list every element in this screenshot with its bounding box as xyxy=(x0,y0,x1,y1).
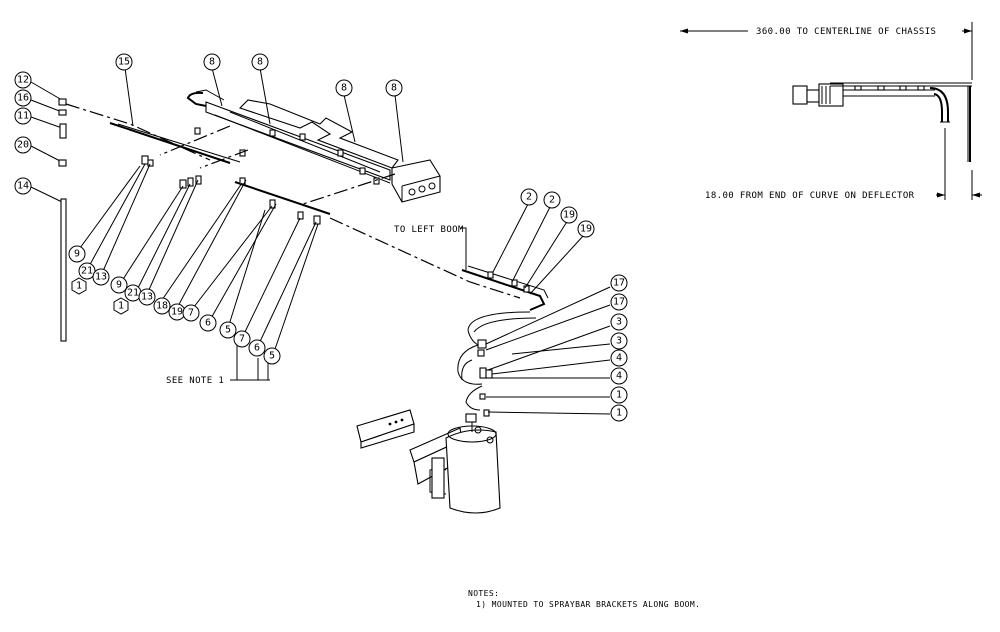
callout-15 xyxy=(115,53,133,71)
callout-3-b xyxy=(610,332,628,350)
callout-3-a xyxy=(610,313,628,331)
dimension-centerline-label: 360.00 TO CENTERLINE OF CHASSIS xyxy=(756,27,936,37)
callout-7-a-text: 7 xyxy=(188,308,194,319)
callout-1-a xyxy=(71,277,87,295)
callout-13-a-text: 13 xyxy=(95,272,107,283)
callout-9-b xyxy=(110,276,128,294)
callout-16-text: 16 xyxy=(17,93,29,104)
callout-18-text: 18 xyxy=(156,301,168,312)
callout-5-a-text: 5 xyxy=(225,325,231,336)
callout-20-text: 20 xyxy=(17,140,29,151)
callout-8-d-text: 8 xyxy=(391,83,397,94)
callout-14 xyxy=(14,177,32,195)
callout-12-text: 12 xyxy=(17,75,29,86)
callout-1-b-text: 1 xyxy=(118,301,124,312)
callout-7-a xyxy=(182,304,200,322)
callout-17-a xyxy=(610,274,628,292)
callout-1-d-text: 1 xyxy=(616,408,622,419)
callout-8-a-text: 8 xyxy=(209,57,215,68)
callout-2-b-text: 2 xyxy=(549,195,555,206)
pump-motor xyxy=(356,409,501,514)
callout-1-c-text: 1 xyxy=(616,390,622,401)
callout-18 xyxy=(153,297,171,315)
callout-4-a xyxy=(610,349,628,367)
callout-8-b xyxy=(251,53,269,71)
callout-8-b-text: 8 xyxy=(257,57,263,68)
callout-4-a-text: 4 xyxy=(616,353,622,364)
callout-13-a xyxy=(92,268,110,286)
nozzle-assembly: SEE NOTE 1 xyxy=(79,155,331,386)
callout-21-a-text: 21 xyxy=(81,266,93,277)
callout-2-a xyxy=(520,188,538,206)
callout-17-b xyxy=(610,293,628,311)
callout-7-b-text: 7 xyxy=(239,334,245,345)
callout-6-a xyxy=(199,314,217,332)
left-parts-stack xyxy=(30,81,67,342)
callout-19-b xyxy=(560,206,578,224)
top-leaders xyxy=(124,67,404,163)
callout-5-a xyxy=(219,321,237,339)
main-boom xyxy=(186,89,441,203)
callout-3-b-text: 3 xyxy=(616,336,622,347)
callout-12 xyxy=(14,71,32,89)
callout-8-a xyxy=(203,53,221,71)
notes-title: NOTES: xyxy=(468,589,499,598)
callout-15-text: 15 xyxy=(118,57,130,68)
see-note-label: SEE NOTE 1 xyxy=(166,376,224,386)
callout-21-b-text: 21 xyxy=(127,288,139,299)
callout-17-b-text: 17 xyxy=(613,297,625,308)
callout-19-a-text: 19 xyxy=(171,307,183,318)
notes: NOTES: 1) MOUNTED TO SPRAYBAR BRACKETS A… xyxy=(468,589,700,609)
callout-16 xyxy=(14,89,32,107)
callout-19-b-text: 19 xyxy=(563,210,575,221)
to-left-boom-label: TO LEFT BOOM xyxy=(394,225,464,235)
callout-2-b xyxy=(543,191,561,209)
callout-8-d xyxy=(385,79,403,97)
callout-3-a-text: 3 xyxy=(616,317,622,328)
callout-13-b xyxy=(138,288,156,306)
callout-1-d xyxy=(610,404,628,422)
callout-7-b xyxy=(233,330,251,348)
callout-4-b-text: 4 xyxy=(616,371,622,382)
callout-2-a-text: 2 xyxy=(526,192,532,203)
callout-13-b-text: 13 xyxy=(141,292,153,303)
callout-5-b xyxy=(263,347,281,365)
callout-1-a-text: 1 xyxy=(76,281,82,292)
callout-6-a-text: 6 xyxy=(205,318,211,329)
callout-6-b xyxy=(248,339,266,357)
callout-5-b-text: 5 xyxy=(269,351,275,362)
callout-6-b-text: 6 xyxy=(254,343,260,354)
callout-20 xyxy=(14,136,32,154)
callout-9-a xyxy=(68,245,86,263)
callout-1-b xyxy=(113,297,129,315)
left-boom-lines: TO LEFT BOOM xyxy=(394,203,611,417)
callout-1-c xyxy=(610,386,628,404)
dimension-detail: 360.00 TO CENTERLINE OF CHASSIS 18.00 FR… xyxy=(680,22,982,201)
callout-19-c-text: 19 xyxy=(580,224,592,235)
callout-19-c xyxy=(577,220,595,238)
callout-11-text: 11 xyxy=(17,111,29,122)
note-1: 1) MOUNTED TO SPRAYBAR BRACKETS ALONG BO… xyxy=(476,600,700,609)
callout-9-b-text: 9 xyxy=(116,280,122,291)
callout-17-a-text: 17 xyxy=(613,278,625,289)
callout-14-text: 14 xyxy=(17,181,29,192)
callouts: 12 16 11 20 14 15 8 8 8 8 9 21 13 1 9 21… xyxy=(14,53,628,422)
callout-9-a-text: 9 xyxy=(74,249,80,260)
callout-4-b xyxy=(610,367,628,385)
callout-8-c-text: 8 xyxy=(341,83,347,94)
spray-bar xyxy=(109,122,241,164)
dimension-deflector-label: 18.00 FROM END OF CURVE ON DEFLECTOR xyxy=(705,191,915,201)
callout-11 xyxy=(14,107,32,125)
callout-8-c xyxy=(335,79,353,97)
